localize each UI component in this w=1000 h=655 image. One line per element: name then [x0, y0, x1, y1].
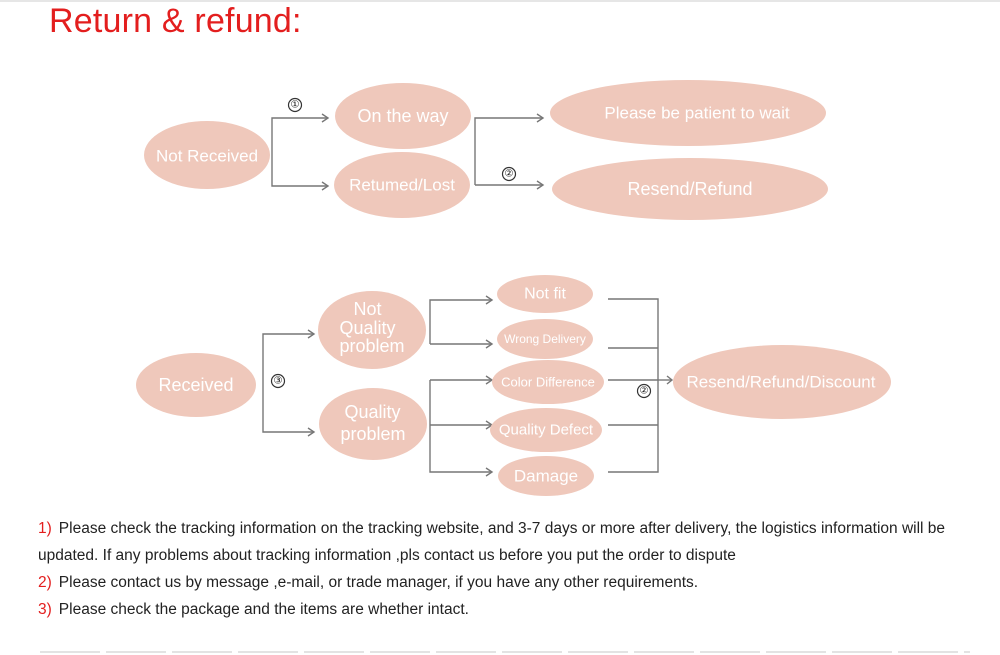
note-number: 3): [38, 601, 52, 618]
arrowhead: [536, 180, 545, 190]
step-badge-1: [287, 97, 303, 113]
step-badge-2: [501, 166, 517, 182]
not-quality-line: problem: [339, 336, 404, 356]
return-refund-diagram: Not Received ① On the way Retumed/Lost ②…: [136, 80, 891, 496]
issue-quality-defect: [490, 408, 602, 452]
node-on-the-way-label: On the way: [357, 106, 448, 126]
issue-wrong-delivery: [497, 319, 593, 359]
step-badge-3-label: ③: [274, 376, 283, 387]
arrowhead: [307, 329, 316, 339]
arrowhead: [321, 181, 330, 191]
node-on-the-way: [335, 83, 471, 149]
node-resend-refund-discount: [673, 345, 891, 419]
arrowhead: [536, 113, 545, 123]
connector-not-quality: [429, 299, 492, 345]
node-not-quality-problem-label: Not Quality problem: [339, 299, 404, 356]
notes-list: 1)Please check the tracking information …: [38, 515, 988, 623]
node-received: [136, 353, 256, 417]
bracket-right: [608, 298, 659, 473]
quality-line: Quality: [344, 402, 400, 422]
bottom-divider: [40, 651, 970, 653]
step-badge-1-label: ①: [291, 100, 300, 111]
note-item: 2) Please contact us by message ,e-mail, …: [38, 569, 988, 596]
step-badge-3: [270, 373, 286, 389]
note-number: 2): [38, 574, 52, 591]
connector-quality: [429, 379, 492, 473]
node-patient-wait: [550, 80, 826, 146]
issue-damage: [498, 456, 594, 496]
issue-not-fit: [497, 275, 593, 313]
arrowhead: [485, 467, 494, 477]
not-quality-line: Not: [353, 299, 381, 319]
arrowhead: [321, 113, 330, 123]
quality-line: problem: [340, 424, 405, 444]
node-not-received: [144, 121, 270, 189]
note-item: 1)Please check the tracking information …: [38, 515, 988, 569]
node-received-label: Received: [158, 375, 233, 395]
node-not-received-label: Not Received: [156, 147, 258, 166]
node-resend-refund-label: Resend/Refund: [627, 179, 752, 199]
issue-color-difference-label: Color Difference: [501, 375, 595, 390]
issue-not-fit-label: Not fit: [524, 286, 566, 303]
issue-damage-label: Damage: [514, 467, 578, 486]
node-quality-problem: [319, 388, 427, 460]
node-patient-wait-label: Please be patient to wait: [604, 104, 790, 123]
issue-quality-defect-label: Quality Defect: [499, 422, 594, 439]
node-resend-refund: [552, 158, 828, 220]
arrowhead: [485, 375, 494, 385]
node-resend-refund-discount-label: Resend/Refund/Discount: [686, 373, 875, 392]
node-not-quality-problem: [318, 291, 426, 369]
connector-received: [262, 333, 314, 433]
node-returned-lost-label: Retumed/Lost: [349, 176, 455, 195]
step-badge-2-label: ②: [505, 169, 514, 180]
arrowhead: [485, 339, 494, 349]
note-item: 3) Please check the package and the items…: [38, 596, 988, 623]
note-text: Please check the package and the items a…: [58, 601, 469, 618]
note-text: Please contact us by message ,e-mail, or…: [58, 574, 699, 591]
arrowhead: [307, 427, 316, 437]
step-badge-2b: [636, 383, 652, 399]
top-divider: [0, 0, 1000, 2]
note-number: 1): [38, 520, 52, 537]
issue-wrong-delivery-label: Wrong Delivery: [504, 332, 586, 346]
arrowhead: [666, 375, 674, 385]
connector-not-received: [271, 117, 328, 187]
note-text: Please check the tracking information on…: [38, 520, 946, 564]
node-quality-problem-label: Quality problem: [340, 402, 405, 444]
issue-color-difference: [492, 360, 604, 404]
node-returned-lost: [334, 152, 470, 218]
arrowhead: [485, 295, 494, 305]
page-title: Return & refund:: [49, 2, 302, 40]
connector-lost: [474, 117, 543, 186]
step-badge-2b-label: ②: [640, 386, 649, 397]
not-quality-line: Quality: [339, 318, 395, 338]
